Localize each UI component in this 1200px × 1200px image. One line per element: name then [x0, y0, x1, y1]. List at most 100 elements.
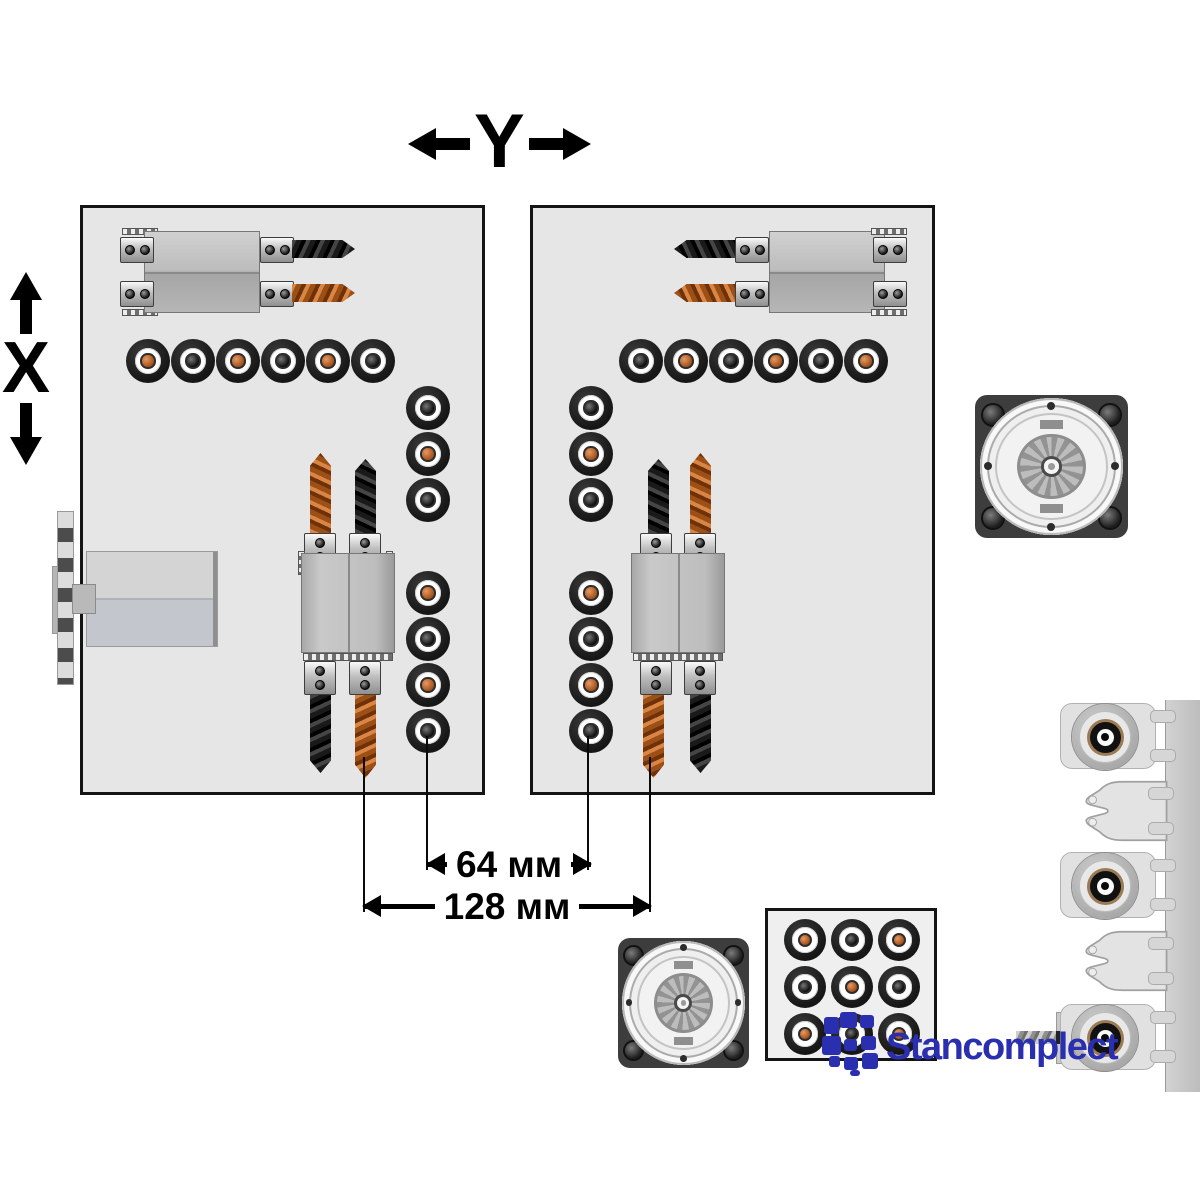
dimension-inner: 64 мм — [427, 843, 592, 885]
spindle-port-black — [261, 339, 305, 383]
gearbox-body — [301, 553, 395, 653]
spindle-port-orange — [878, 1013, 920, 1055]
gearbox-body — [144, 231, 260, 313]
tool-holder-collet — [1038, 701, 1176, 773]
gearbox-body — [631, 553, 725, 653]
spindle-port-black — [351, 339, 395, 383]
spindle-port-orange — [569, 663, 613, 707]
port-col-upper — [569, 386, 613, 522]
dimension-arrow-left-icon — [427, 861, 447, 867]
extension-line — [363, 757, 365, 912]
bolt-icon — [982, 508, 1003, 528]
gearbox-body — [769, 231, 885, 313]
spindle-port-black — [784, 966, 826, 1008]
port-grid — [784, 919, 920, 1055]
spindle-port-black — [709, 339, 753, 383]
drill-unit-vertical — [298, 453, 398, 778]
spindle-port-orange — [406, 432, 450, 476]
arrow-up-icon — [10, 272, 43, 334]
chuck — [260, 281, 294, 307]
spindle-port-black — [569, 386, 613, 430]
clamp-plate — [633, 653, 723, 661]
chuck — [873, 281, 907, 307]
logo-icon — [822, 1012, 882, 1076]
clamp-plate — [871, 228, 907, 235]
axis-y-indicator: Y — [408, 104, 591, 179]
spindle-panel-left — [80, 205, 485, 795]
spindle-port-black — [171, 339, 215, 383]
spindle-port-black — [406, 478, 450, 522]
bolt-icon — [1100, 508, 1121, 528]
clamp-plate — [871, 309, 907, 316]
drill-bit — [690, 695, 711, 773]
spindle-port-orange — [406, 571, 450, 615]
drill-bit — [643, 695, 664, 778]
chuck — [120, 281, 154, 307]
spindle-port-orange — [878, 919, 920, 961]
tool-holder-saw — [1016, 992, 1176, 1082]
drill-unit-vertical — [628, 453, 728, 778]
port-col-lower — [569, 571, 613, 753]
chuck — [735, 237, 769, 263]
spindle-port-black — [831, 919, 873, 961]
drill-bit — [310, 453, 331, 533]
port-col-lower — [406, 571, 450, 753]
extension-line — [587, 736, 589, 870]
arrow-right-icon — [528, 128, 591, 161]
chuck — [349, 661, 381, 695]
spindle-port-orange — [664, 339, 708, 383]
drill-bit — [355, 459, 376, 533]
tool-fork-gripper — [1084, 928, 1174, 994]
collet-icon — [1072, 704, 1138, 770]
logo: Stancomplect — [822, 1012, 1119, 1076]
spindle-port-black — [569, 478, 613, 522]
chuck — [684, 661, 716, 695]
drill-bit — [355, 695, 376, 778]
spindle-port-orange — [406, 663, 450, 707]
tool-grid-block — [765, 908, 937, 1061]
flange-core — [1040, 456, 1063, 477]
spindle-port-orange — [569, 432, 613, 476]
bolt-icon — [725, 947, 743, 965]
tool-changer-rack — [1016, 700, 1200, 1092]
flange-core — [674, 993, 693, 1013]
axis-x-indicator: X — [2, 272, 50, 465]
drill-bit — [292, 240, 355, 258]
drill-bit — [310, 695, 331, 773]
spindle-port-black — [406, 617, 450, 661]
chuck — [120, 237, 154, 263]
bolt-icon — [1100, 405, 1121, 425]
rotary-flange-aggregate-bottom — [618, 938, 749, 1068]
spindle-port-orange — [784, 1013, 826, 1055]
chuck — [304, 661, 336, 695]
drill-unit-horizontal — [673, 226, 908, 318]
saw-hub — [72, 584, 96, 614]
dimension-outer-label: 128 мм — [443, 885, 571, 927]
fork-icon — [1085, 780, 1168, 842]
drill-bit — [674, 240, 737, 258]
saw-motor — [86, 551, 218, 647]
spindle-port-black — [878, 966, 920, 1008]
tool-holder-collet — [1038, 850, 1176, 922]
rotary-flange-aggregate-right — [975, 395, 1128, 538]
collet-icon — [1072, 853, 1138, 919]
dimension-arrow-left-icon — [363, 903, 435, 909]
spindle-port-orange — [844, 339, 888, 383]
spindle-port-black — [619, 339, 663, 383]
arrow-left-icon — [408, 128, 470, 161]
chuck — [260, 237, 294, 263]
chuck — [640, 661, 672, 695]
fork-icon — [1085, 930, 1168, 992]
spindle-port-orange — [569, 571, 613, 615]
tool-fork-gripper — [1084, 778, 1174, 844]
spindle-port-orange — [784, 919, 826, 961]
spindle-port-orange — [216, 339, 260, 383]
chuck — [735, 281, 769, 307]
spindle-port-black — [406, 709, 450, 753]
axis-x-label: X — [2, 328, 51, 408]
dimension-inner-label: 64 мм — [456, 843, 563, 885]
flange-disc — [979, 397, 1124, 536]
axis-y-label: Y — [474, 99, 525, 184]
dimension-arrow-right-icon — [571, 861, 592, 867]
